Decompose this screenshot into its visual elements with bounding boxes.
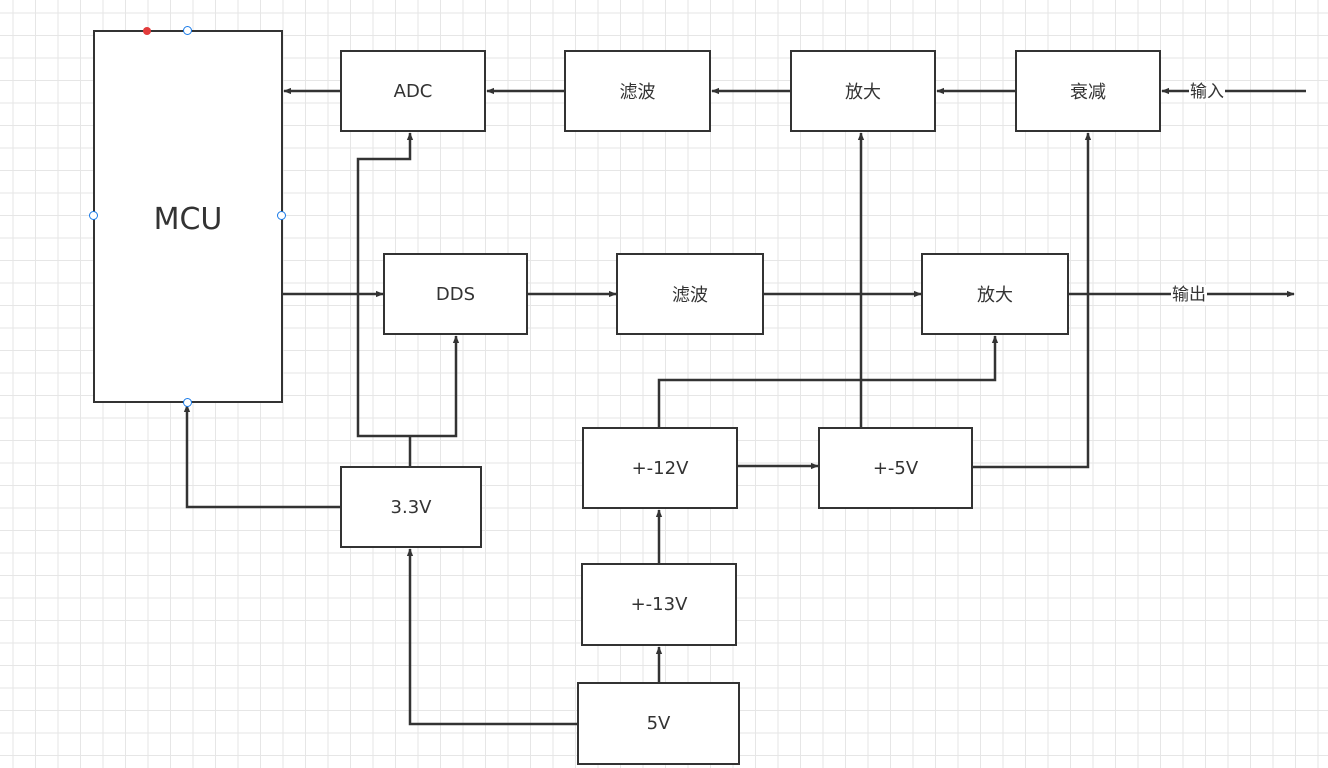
pm13v-label: +-13V bbox=[630, 594, 688, 615]
mcu-handle-right[interactable] bbox=[277, 211, 286, 220]
mcu-handle-top[interactable] bbox=[183, 26, 192, 35]
mcu-handle-bottom[interactable] bbox=[183, 398, 192, 407]
wire-3v3-to-mcu[interactable] bbox=[183, 404, 341, 509]
wire-3v3-to-dds[interactable] bbox=[410, 335, 460, 438]
mcu-handle-left[interactable] bbox=[89, 211, 98, 220]
amp-mid-label: 放大 bbox=[977, 285, 1013, 306]
mcu-block[interactable]: MCU bbox=[93, 30, 283, 403]
wire-5v-to-3v3[interactable] bbox=[406, 548, 578, 726]
filter-mid-label: 滤波 bbox=[672, 285, 708, 306]
filter-top-block[interactable]: 滤波 bbox=[564, 50, 711, 132]
filter-mid-block[interactable]: 滤波 bbox=[616, 253, 764, 335]
pm12v-block[interactable]: +-12V bbox=[582, 427, 738, 509]
3v3-block[interactable]: 3.3V bbox=[340, 466, 482, 548]
dds-block[interactable]: DDS bbox=[383, 253, 528, 335]
pm5v-block[interactable]: +-5V bbox=[818, 427, 973, 509]
pm5v-label: +-5V bbox=[872, 457, 919, 479]
attenuator-block[interactable]: 衰减 bbox=[1015, 50, 1161, 132]
5v-label: 5V bbox=[646, 713, 671, 734]
adc-block[interactable]: ADC bbox=[340, 50, 486, 132]
amp-top-label: 放大 bbox=[845, 82, 881, 103]
input-label: 输入 bbox=[1189, 82, 1225, 102]
mcu-label: MCU bbox=[153, 202, 223, 237]
wire-pm5v-to-attenuator[interactable] bbox=[972, 132, 1092, 469]
output-label: 输出 bbox=[1171, 285, 1207, 305]
filter-top-label: 滤波 bbox=[619, 82, 656, 103]
pm13v-block[interactable]: +-13V bbox=[581, 563, 737, 646]
amp-top-block[interactable]: 放大 bbox=[790, 50, 936, 132]
5v-block[interactable]: 5V bbox=[577, 682, 740, 765]
wire-pm12v-to-amp-mid[interactable] bbox=[657, 335, 999, 427]
amp-mid-block[interactable]: 放大 bbox=[921, 253, 1069, 335]
mcu-handle-active[interactable] bbox=[143, 27, 151, 35]
adc-label: ADC bbox=[393, 80, 433, 102]
wire-3v3-to-adc[interactable] bbox=[356, 132, 414, 438]
pm12v-label: +-12V bbox=[631, 457, 689, 479]
3v3-label: 3.3V bbox=[390, 496, 432, 518]
dds-label: DDS bbox=[435, 283, 476, 305]
attenuator-label: 衰减 bbox=[1070, 82, 1106, 103]
